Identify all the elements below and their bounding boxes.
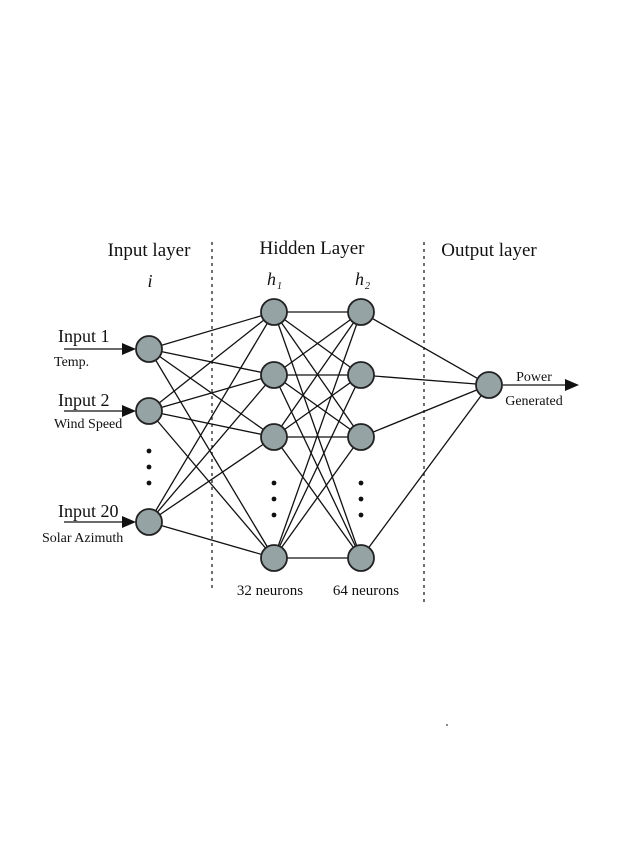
h1-ellipsis-dot xyxy=(271,512,277,518)
h2-ellipsis-dot xyxy=(358,496,364,502)
connections xyxy=(148,311,490,559)
hidden-layer-1-symbol: h 1 xyxy=(267,269,282,292)
connection-input-h1 xyxy=(148,436,275,523)
connection-input-h1 xyxy=(148,521,275,559)
input-ellipsis-dot xyxy=(146,464,152,470)
connection-h1-h2 xyxy=(273,374,362,559)
input-20-label: Input 20 xyxy=(58,501,119,521)
output-label-line2: Generated xyxy=(505,394,563,409)
h1-neuron xyxy=(260,544,288,572)
input-2-arrowhead xyxy=(122,405,136,417)
input-20-sublabel: Solar Azimuth xyxy=(42,531,123,546)
connection-h1-h2 xyxy=(273,311,362,376)
input-ellipsis-dot xyxy=(146,480,152,486)
hidden-layer-2-count: 64 neurons xyxy=(333,583,399,599)
input-1-sublabel: Temp. xyxy=(54,355,89,370)
h2-neuron xyxy=(347,423,375,451)
connection-input-h1 xyxy=(148,311,275,523)
connection-h1-h2 xyxy=(273,374,362,438)
h1-ellipsis-dot xyxy=(271,496,277,502)
input-1-label: Input 1 xyxy=(58,326,110,346)
output-layer-title: Output layer xyxy=(441,240,537,261)
output-neuron xyxy=(475,371,503,399)
hidden-layer-title: Hidden Layer xyxy=(260,238,366,259)
h1-symbol-base: h xyxy=(267,269,276,289)
h2-neuron xyxy=(347,544,375,572)
connection-h1-h2 xyxy=(273,311,362,559)
input-1-arrowhead xyxy=(122,343,136,355)
input-ellipsis-dot xyxy=(146,448,152,454)
input-neuron xyxy=(135,397,163,425)
h1-neuron xyxy=(260,361,288,389)
h1-symbol-subscript: 1 xyxy=(277,281,282,292)
connection-h1-h2 xyxy=(273,311,362,438)
connection-input-h1 xyxy=(148,311,275,350)
speck xyxy=(446,724,448,726)
h2-ellipsis-dot xyxy=(358,512,364,518)
input-2-sublabel: Wind Speed xyxy=(54,417,122,432)
connection-input-h1 xyxy=(148,410,275,559)
input-arrows xyxy=(64,343,136,528)
neurons xyxy=(135,298,503,572)
h2-ellipsis-dot xyxy=(358,480,364,486)
connection-h2-output xyxy=(360,384,490,438)
input-2-label: Input 2 xyxy=(58,390,110,410)
h1-neuron xyxy=(260,423,288,451)
connection-h2-output xyxy=(360,374,490,386)
connection-h2-output xyxy=(360,311,490,386)
input-layer-title: Input layer xyxy=(108,240,192,261)
input-neuron xyxy=(135,508,163,536)
hidden-layer-2-symbol: h 2 xyxy=(355,269,370,292)
input-layer-symbol: i xyxy=(147,271,152,291)
h2-neuron xyxy=(347,361,375,389)
h1-ellipsis-dot xyxy=(271,480,277,486)
connection-input-h1 xyxy=(148,374,275,523)
h2-symbol-base: h xyxy=(355,269,364,289)
connection-input-h1 xyxy=(148,348,275,559)
output-label-line1: Power xyxy=(516,370,552,385)
connection-h2-output xyxy=(360,384,490,559)
input-20-arrowhead xyxy=(122,516,136,528)
h2-symbol-subscript: 2 xyxy=(365,281,370,292)
output-arrowhead xyxy=(565,379,579,391)
h2-neuron xyxy=(347,298,375,326)
input-neuron xyxy=(135,335,163,363)
connection-input-h1 xyxy=(148,311,275,412)
connection-h1-h2 xyxy=(273,436,362,559)
hidden-layer-1-count: 32 neurons xyxy=(237,583,303,599)
ellipsis-dots xyxy=(146,448,364,518)
h1-neuron xyxy=(260,298,288,326)
connection-input-h1 xyxy=(148,374,275,412)
connection-input-h1 xyxy=(148,410,275,438)
